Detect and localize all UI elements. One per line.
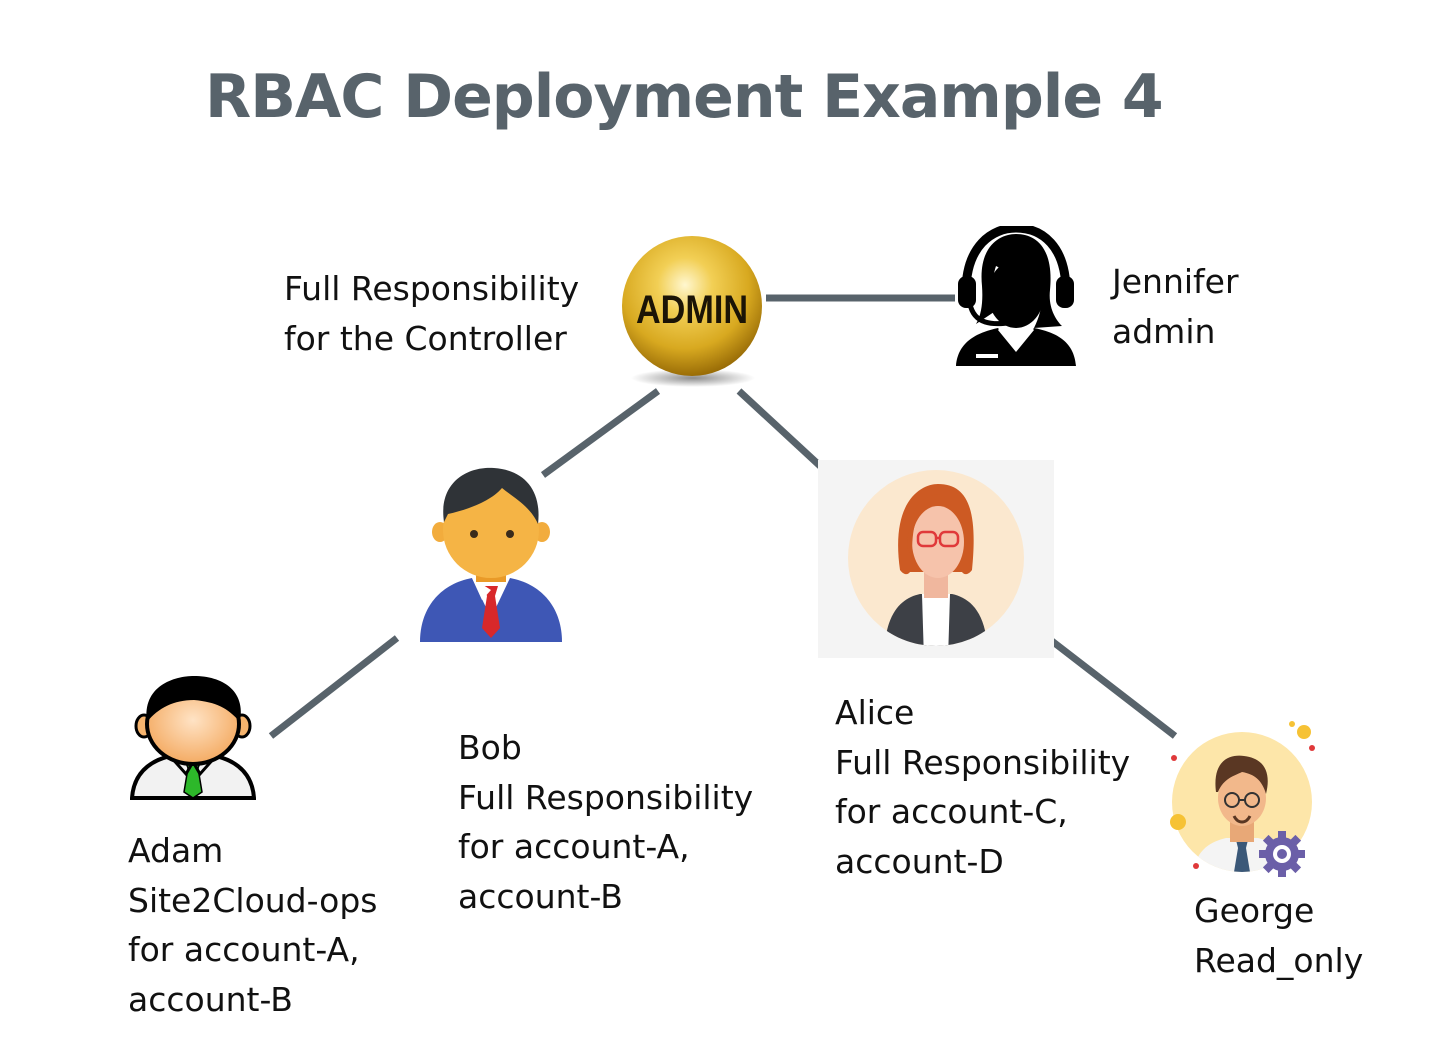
- alice-line3: account-D: [835, 841, 1004, 881]
- adam-name: Adam: [128, 831, 224, 870]
- george-role: Read_only: [1194, 940, 1364, 980]
- man-gear-icon: [1170, 721, 1315, 877]
- jennifer-role: admin: [1112, 311, 1216, 351]
- headset-agent-icon: [956, 226, 1076, 366]
- admin-sphere-icon: ADMIN: [622, 236, 762, 387]
- admin-badge-text: ADMIN: [636, 288, 748, 332]
- connector-bob-adam: [268, 635, 400, 739]
- admin-description: Full Responsibility for the Controller: [284, 264, 579, 363]
- george-name: George: [1194, 891, 1315, 930]
- woman-glasses-icon: [818, 460, 1054, 658]
- bob-label: Bob Full Responsibility for account-A, a…: [458, 723, 753, 921]
- alice-line2: for account-C,: [835, 792, 1068, 831]
- bob-name: Bob: [458, 728, 522, 767]
- bob-line3: account-B: [458, 876, 623, 916]
- george-label: George Read_only: [1194, 886, 1363, 985]
- businessman-icon: [420, 467, 562, 642]
- jennifer-name: Jennifer: [1112, 262, 1239, 301]
- bob-line1: Full Responsibility: [458, 777, 754, 817]
- alice-line1: Full Responsibility: [835, 742, 1131, 782]
- alice-label: Alice Full Responsibility for account-C,…: [835, 688, 1130, 886]
- jennifer-label: Jennifer admin: [1112, 257, 1239, 356]
- man-green-tie-icon: [130, 676, 256, 800]
- adam-label: Adam Site2Cloud-ops for account-A, accou…: [128, 826, 377, 1024]
- adam-line1: Site2Cloud-ops: [128, 880, 378, 920]
- alice-name: Alice: [835, 693, 915, 732]
- bob-line2: for account-A,: [458, 827, 690, 866]
- connector-alice-george: [1045, 635, 1178, 739]
- admin-label-line2: for the Controller: [284, 318, 567, 358]
- connector-admin-bob: [540, 388, 661, 478]
- adam-line2: for account-A,: [128, 930, 360, 969]
- admin-label-line1: Full Responsibility: [284, 269, 580, 308]
- page-title: RBAC Deployment Example 4: [205, 62, 1164, 132]
- adam-line3: account-B: [128, 979, 293, 1019]
